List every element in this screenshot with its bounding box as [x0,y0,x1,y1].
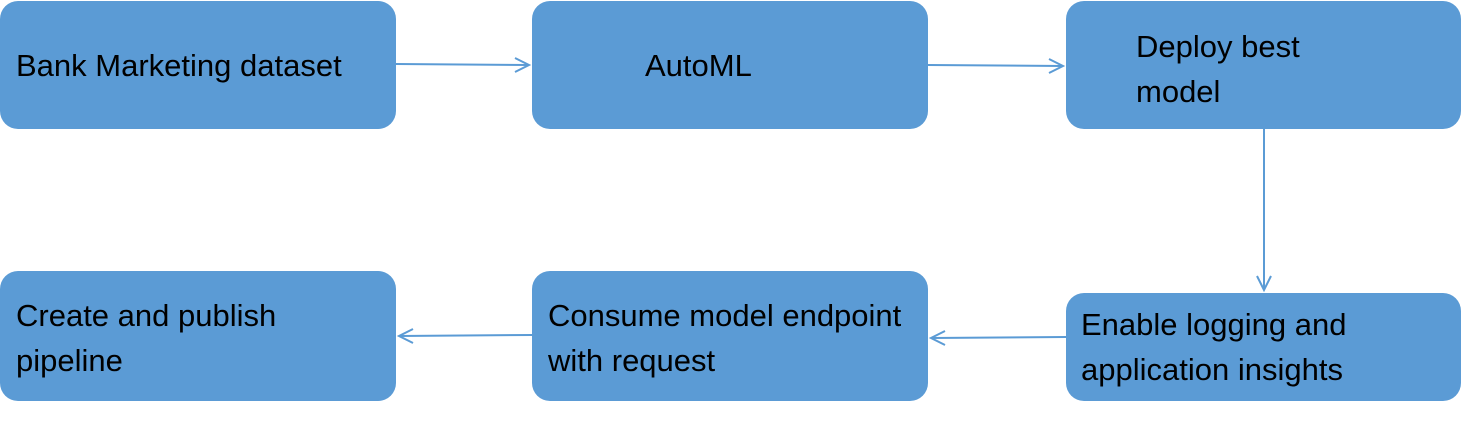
node-label-deploy: Deploy best model [1136,29,1300,109]
node-label-logging: Enable logging and application insights [1081,307,1347,387]
node-deploy-best-model: Deploy best model [1066,1,1461,129]
arrow-automl-to-deploy [927,58,1066,74]
node-consume-endpoint: Consume model endpoint with request [532,271,928,401]
arrow-logging-to-consume [928,330,1067,346]
arrow-consume-to-pipeline [396,328,533,344]
node-bank-marketing-dataset: Bank Marketing dataset [0,1,396,129]
node-create-publish-pipeline: Create and publish pipeline [0,271,396,401]
arrow-dataset-to-automl [395,57,532,73]
node-label-pipeline: Create and publish pipeline [16,298,277,378]
node-automl: AutoML [532,1,928,129]
node-label-dataset: Bank Marketing dataset [16,47,342,83]
node-label-automl: AutoML [645,47,752,83]
arrow-deploy-to-logging [1256,129,1272,293]
node-enable-logging: Enable logging and application insights [1066,293,1461,401]
node-label-consume: Consume model endpoint with request [548,298,902,378]
